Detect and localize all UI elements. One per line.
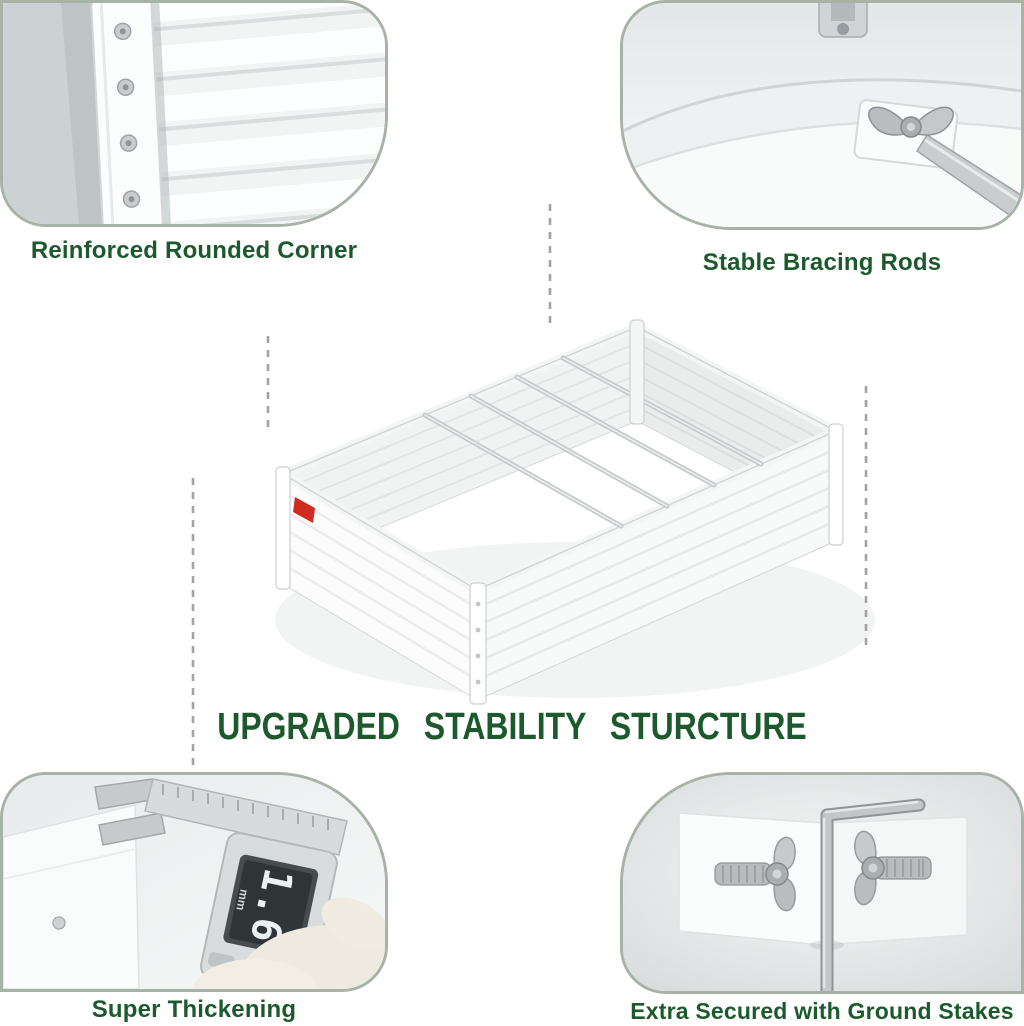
screw-icon (475, 653, 481, 659)
callout-super-thickening: 1.6 mm (0, 772, 388, 992)
bed-corner-caps (275, 319, 844, 705)
rim-clamp (818, 3, 868, 38)
bracket-plate-right (822, 816, 968, 946)
brand-logo (293, 497, 315, 523)
corner-screws (475, 601, 481, 685)
screw-icon (475, 679, 481, 685)
caliper-scale-ticks (162, 784, 329, 830)
callout-label-reinforced-corner: Reinforced Rounded Corner (30, 237, 358, 264)
caliper-jaw-lower (98, 812, 166, 846)
ground-stake-photo (623, 775, 1021, 991)
caliper-icon: 1.6 mm (94, 778, 348, 989)
measured-panel (3, 804, 140, 989)
wing-nut-bolt-left (714, 836, 796, 912)
callout-bracing-rods (620, 0, 1024, 230)
wing-nut-icon (868, 106, 954, 138)
callout-reinforced-corner (0, 0, 388, 227)
reinforced-corner-photo (3, 3, 385, 224)
corner-cap (90, 3, 172, 224)
corrugated-panel (95, 3, 385, 224)
wing-nut-bolt-right (854, 830, 932, 906)
screw-icon (475, 627, 481, 633)
caliper-photo: 1.6 mm (3, 775, 385, 989)
callout-label-bracing-rods: Stable Bracing Rods (702, 249, 942, 276)
screw-icon (52, 916, 66, 930)
callout-label-super-thickening: Super Thickening (91, 996, 297, 1023)
bed-outer-wall-right-ribs (476, 447, 837, 682)
bed-outer-wall-front-ribs (282, 490, 478, 682)
caliper-unit: mm (233, 888, 251, 912)
bracing-rod-icon (915, 133, 1021, 224)
page-title: UPGRADED STABILITY STURCTURE (217, 706, 807, 748)
garden-bed (275, 319, 844, 705)
glove-hand (193, 897, 385, 989)
screw-icon (475, 601, 481, 607)
ground-stake-icon (820, 798, 926, 991)
bracing-rods (422, 355, 764, 529)
caliper-beam (144, 778, 348, 856)
callout-ground-stakes (620, 772, 1024, 994)
callout-label-ground-stakes: Extra Secured with Ground Stakes (630, 998, 1014, 1024)
connector-lines (191, 204, 868, 770)
bracing-rod-photo (623, 3, 1021, 227)
